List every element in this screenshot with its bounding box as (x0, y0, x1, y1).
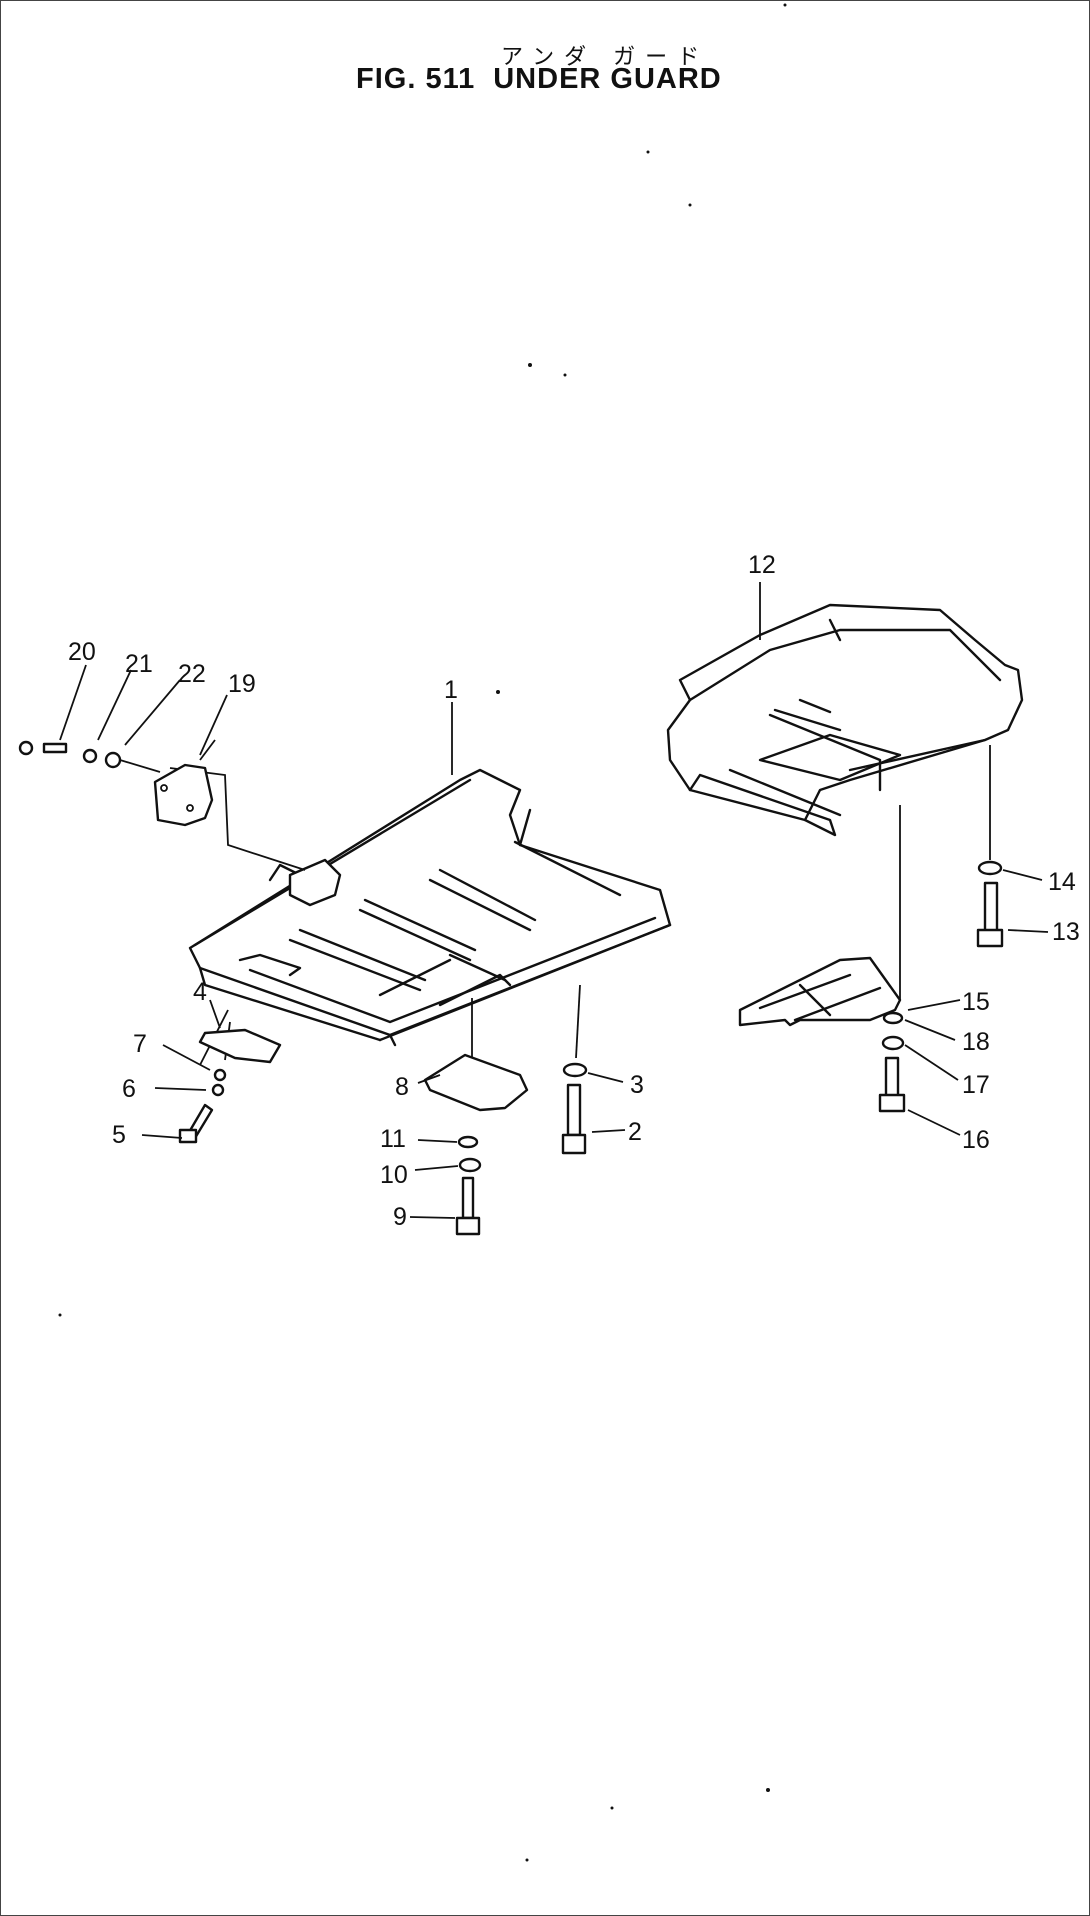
callout-11: 11 (380, 1125, 406, 1153)
part-8-cover (423, 1053, 529, 1112)
callout-12: 12 (748, 551, 776, 579)
callout-22: 22 (178, 660, 206, 688)
callout-1: 1 (444, 676, 458, 704)
callout-13: 13 (1052, 918, 1080, 946)
part-15-plate (738, 956, 902, 1027)
callout-16: 16 (962, 1126, 990, 1154)
figure-number: FIG. 511 (356, 63, 476, 95)
part-16-bolt (878, 1056, 906, 1113)
callout-4: 4 (193, 978, 207, 1006)
callout-2: 2 (628, 1118, 642, 1146)
part-21-washer (82, 748, 98, 764)
part-12-rear-guard (666, 603, 1024, 837)
part-9-bolt (455, 1176, 481, 1236)
callout-7: 7 (133, 1030, 147, 1058)
part-14-washer (977, 860, 1003, 876)
callout-9: 9 (393, 1203, 407, 1231)
figure-name: UNDER GUARD (493, 63, 722, 95)
callout-5: 5 (112, 1121, 126, 1149)
part-2-bolt (561, 1083, 587, 1155)
part-18-washer (882, 1011, 904, 1025)
callout-10: 10 (380, 1161, 408, 1189)
figure-title: FIG. 511 UNDER GUARD (356, 63, 722, 96)
callout-14: 14 (1048, 868, 1076, 896)
callout-8: 8 (395, 1073, 409, 1101)
callout-6: 6 (122, 1075, 136, 1103)
callout-17: 17 (962, 1071, 990, 1099)
callout-19: 19 (228, 670, 256, 698)
part-17-washer (881, 1035, 905, 1051)
scan-specks (58, 3, 787, 1862)
callout-20: 20 (68, 638, 96, 666)
part-5-bolt (178, 1103, 214, 1144)
part-11-washer (457, 1135, 479, 1149)
callout-18: 18 (962, 1028, 990, 1056)
part-22-washer (104, 751, 122, 769)
part-13-bolt (976, 881, 1004, 948)
part-6-washer (211, 1083, 225, 1097)
callout-15: 15 (962, 988, 990, 1016)
part-1-under-guard (188, 768, 672, 1047)
part-3-washer (562, 1062, 588, 1078)
title-japanese: アンダ ガード (501, 45, 710, 70)
callout-3: 3 (630, 1071, 644, 1099)
callout-21: 21 (125, 650, 153, 678)
part-4-plate (198, 1028, 282, 1064)
part-19-bracket (153, 763, 214, 827)
part-20-bolt (18, 740, 68, 756)
part-10-washer (458, 1157, 482, 1173)
part-7-washer (213, 1068, 227, 1082)
